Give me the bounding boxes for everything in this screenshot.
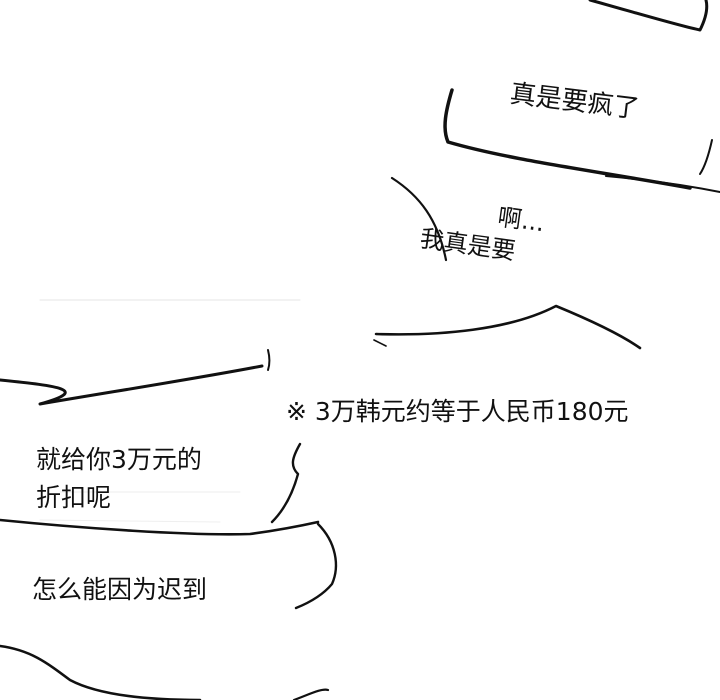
bubble-outline-bottom-base (0, 644, 202, 700)
speech-text-top-2-line1: 啊... (495, 202, 547, 238)
bubble-outline-top-1 (443, 88, 692, 190)
speech-text-bottom: 怎么能因为迟到 (32, 575, 208, 604)
speech-text-mid-line2: 折扣呢 (36, 483, 112, 512)
bubble-outline-top-2-bottom (374, 304, 642, 350)
speech-text-top-2: 啊... 我真是要 (418, 202, 547, 262)
bubble-outline-top-corner (588, 0, 709, 32)
bubble-outline-top-2 (390, 176, 448, 262)
bubble-outline-mid-right (270, 442, 302, 524)
speech-text-mid-line1: 就给你3万元的 (36, 445, 202, 474)
bubble-outline-mid-bottom (0, 518, 320, 536)
translator-note: ※ 3万韩元约等于人民币180元 (286, 397, 629, 426)
bubble-outline-bottom-right (294, 522, 338, 610)
speech-clip-top-2: 啊... 我真是要 (0, 0, 720, 262)
bubble-outline-mid-top (0, 364, 264, 406)
speech-text-mid: 就给你3万元的 折扣呢 (36, 441, 202, 517)
